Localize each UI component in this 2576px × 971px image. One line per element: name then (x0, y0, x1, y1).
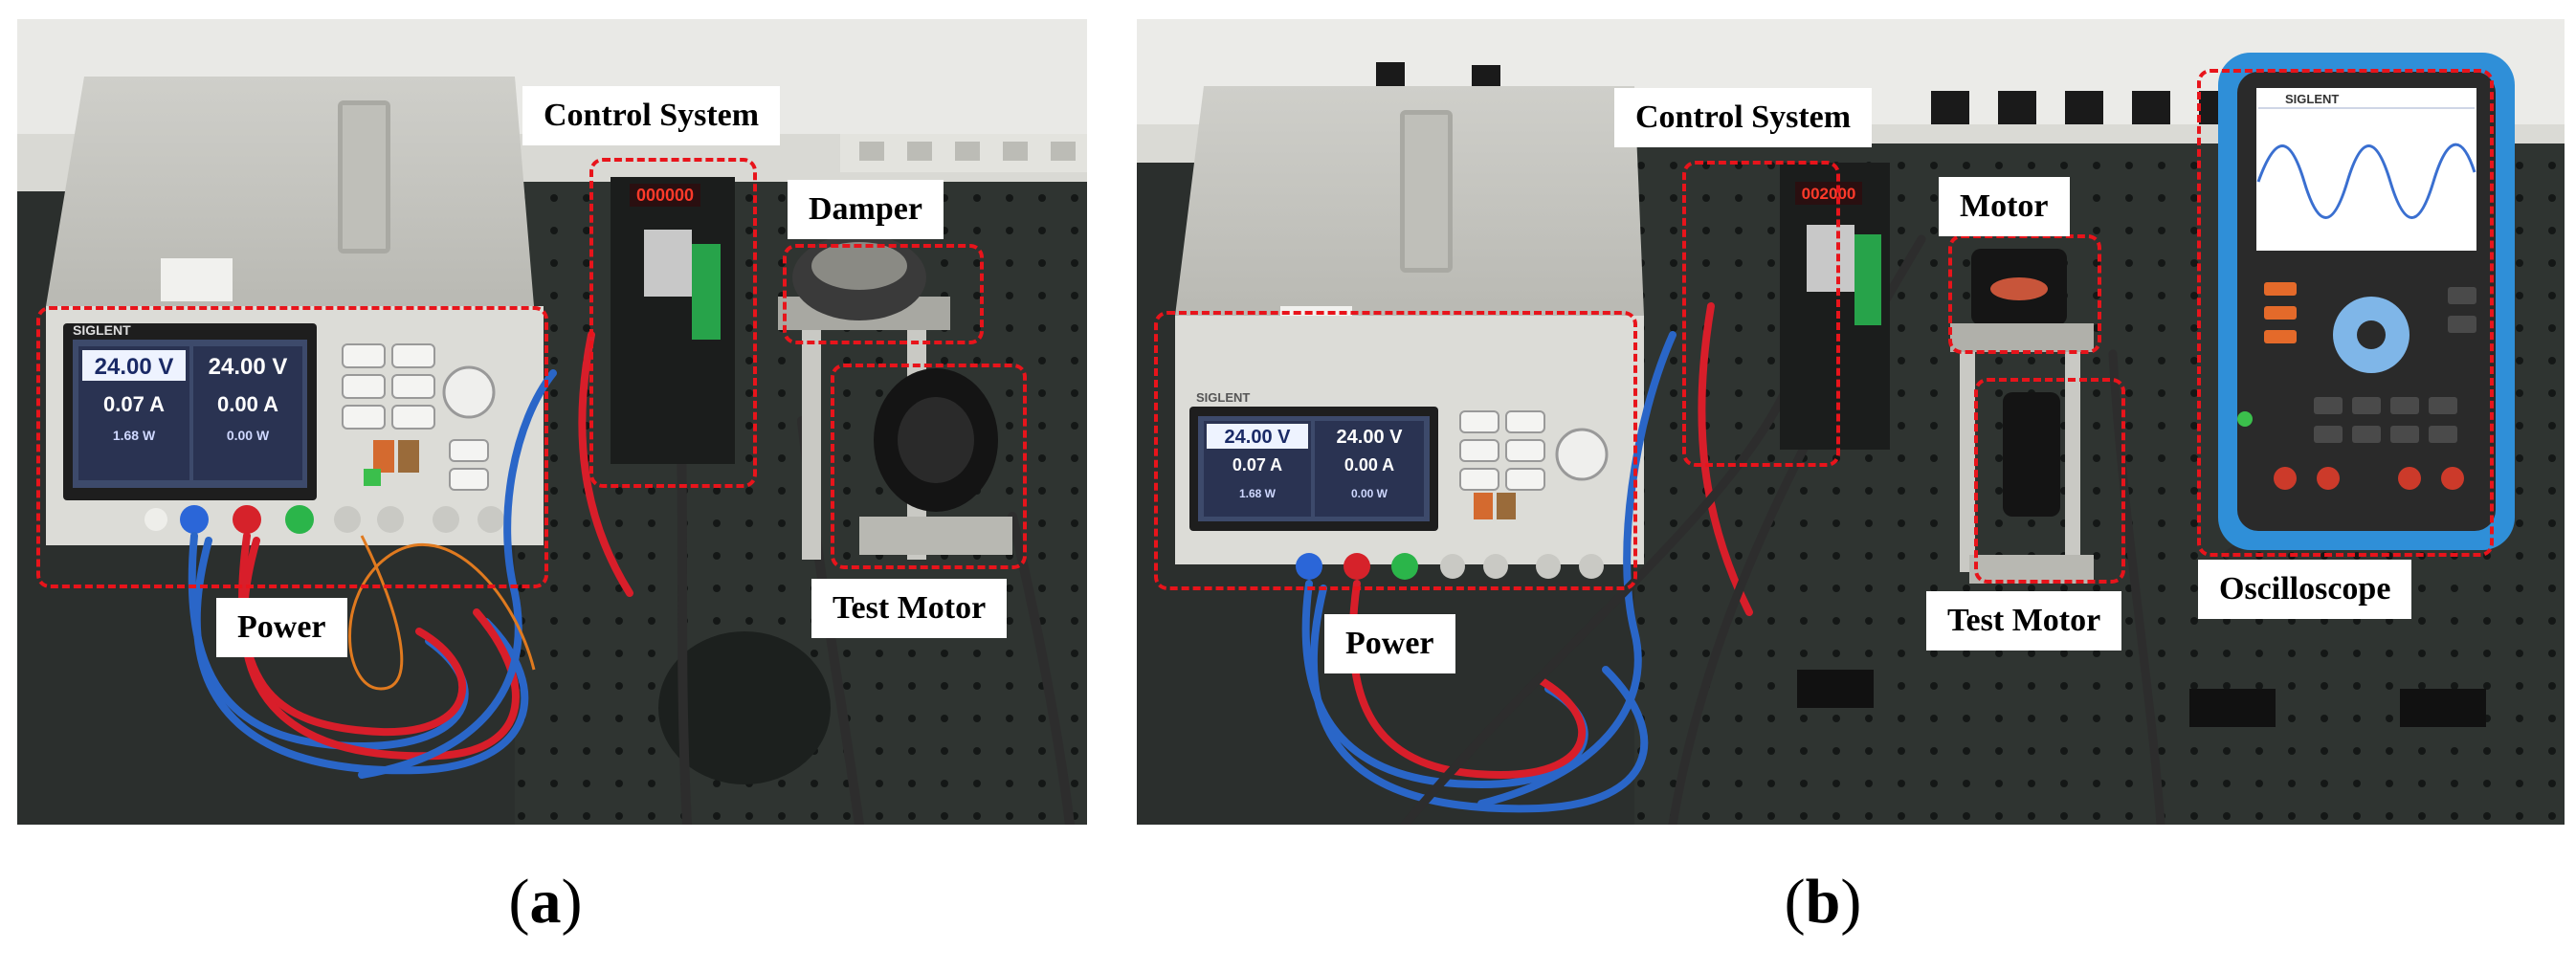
scope-brand: SIGLENT (2285, 92, 2339, 106)
label-test-motor-b: Test Motor (1926, 591, 2122, 651)
label-test-motor-a: Test Motor (811, 579, 1008, 638)
test-motor-region-box-a (831, 364, 1027, 569)
photo-panel-b: 24.00 V 0.07 A 1.68 W 24.00 V 0.00 A 0.0… (1137, 19, 2565, 825)
motor-region-box-b (1948, 234, 2101, 354)
damper-region-box-a (783, 244, 984, 344)
psu-a-ch1-current: 0.07 A (103, 392, 165, 416)
label-control-system-b: Control System (1614, 88, 1873, 147)
label-control-system-a: Control System (522, 86, 781, 145)
power-region-box-b (1154, 311, 1637, 590)
psu-a-ch2-power: 0.00 W (227, 428, 270, 443)
oscilloscope-b: SIGLENT (2218, 53, 2515, 550)
driver-b-display: 002000 (1802, 185, 1856, 203)
damper-and-test-motor-a (778, 234, 1012, 560)
psu-a-ch2-voltage: 24.00 V (209, 354, 288, 380)
control-system-region-box-a (589, 158, 757, 488)
driver-a-display: 000000 (636, 186, 694, 205)
oscilloscope-region-box-b (2197, 69, 2494, 557)
psu-a-terminals (144, 505, 504, 534)
photo-a-scene: 24.00 V 0.07 A 1.68 W 24.00 V 0.00 A 0.0… (17, 19, 1087, 825)
motor-and-test-motor-b (1950, 249, 2094, 584)
psu-b-ch1-voltage: 24.00 V (1225, 427, 1292, 448)
caption-a: (a) (508, 867, 583, 937)
psu-b-ch1-power: 1.68 W (1239, 487, 1277, 500)
photo-panel-a: 24.00 V 0.07 A 1.68 W 24.00 V 0.00 A 0.0… (17, 19, 1087, 825)
photo-b-scene: 24.00 V 0.07 A 1.68 W 24.00 V 0.00 A 0.0… (1137, 19, 2565, 825)
caption-a-letter: a (529, 867, 562, 937)
test-motor-region-box-b (1974, 378, 2125, 584)
psu-b-ch1-current: 0.07 A (1232, 455, 1282, 474)
power-supply-b: 24.00 V 0.07 A 1.68 W 24.00 V 0.00 A 0.0… (1175, 86, 1644, 580)
label-damper-a: Damper (788, 180, 944, 239)
control-system-region-box-b (1682, 161, 1840, 467)
motor-driver-a: 000000 (611, 177, 735, 464)
psu-b-ch2-power: 0.00 W (1351, 487, 1388, 500)
caption-b: (b) (1784, 867, 1862, 937)
psu-b-ch2-current: 0.00 A (1344, 455, 1394, 474)
psu-b-ch2-voltage: 24.00 V (1337, 427, 1404, 448)
label-power-b: Power (1324, 614, 1455, 673)
psu-a-brand: SIGLENT (73, 322, 131, 338)
psu-a-ch1-power: 1.68 W (113, 428, 156, 443)
caption-b-letter: b (1805, 867, 1841, 937)
psu-a-ch2-current: 0.00 A (217, 392, 278, 416)
label-motor-b: Motor (1939, 177, 2070, 236)
power-region-box-a (36, 306, 548, 588)
psu-a-ch1-voltage: 24.00 V (95, 354, 174, 380)
power-supply-a: 24.00 V 0.07 A 1.68 W 24.00 V 0.00 A 0.0… (46, 77, 544, 545)
psu-b-brand: SIGLENT (1196, 390, 1250, 405)
label-oscilloscope-b: Oscilloscope (2198, 560, 2412, 619)
label-power-a: Power (216, 598, 347, 657)
motor-driver-b: 002000 (1780, 163, 1890, 450)
